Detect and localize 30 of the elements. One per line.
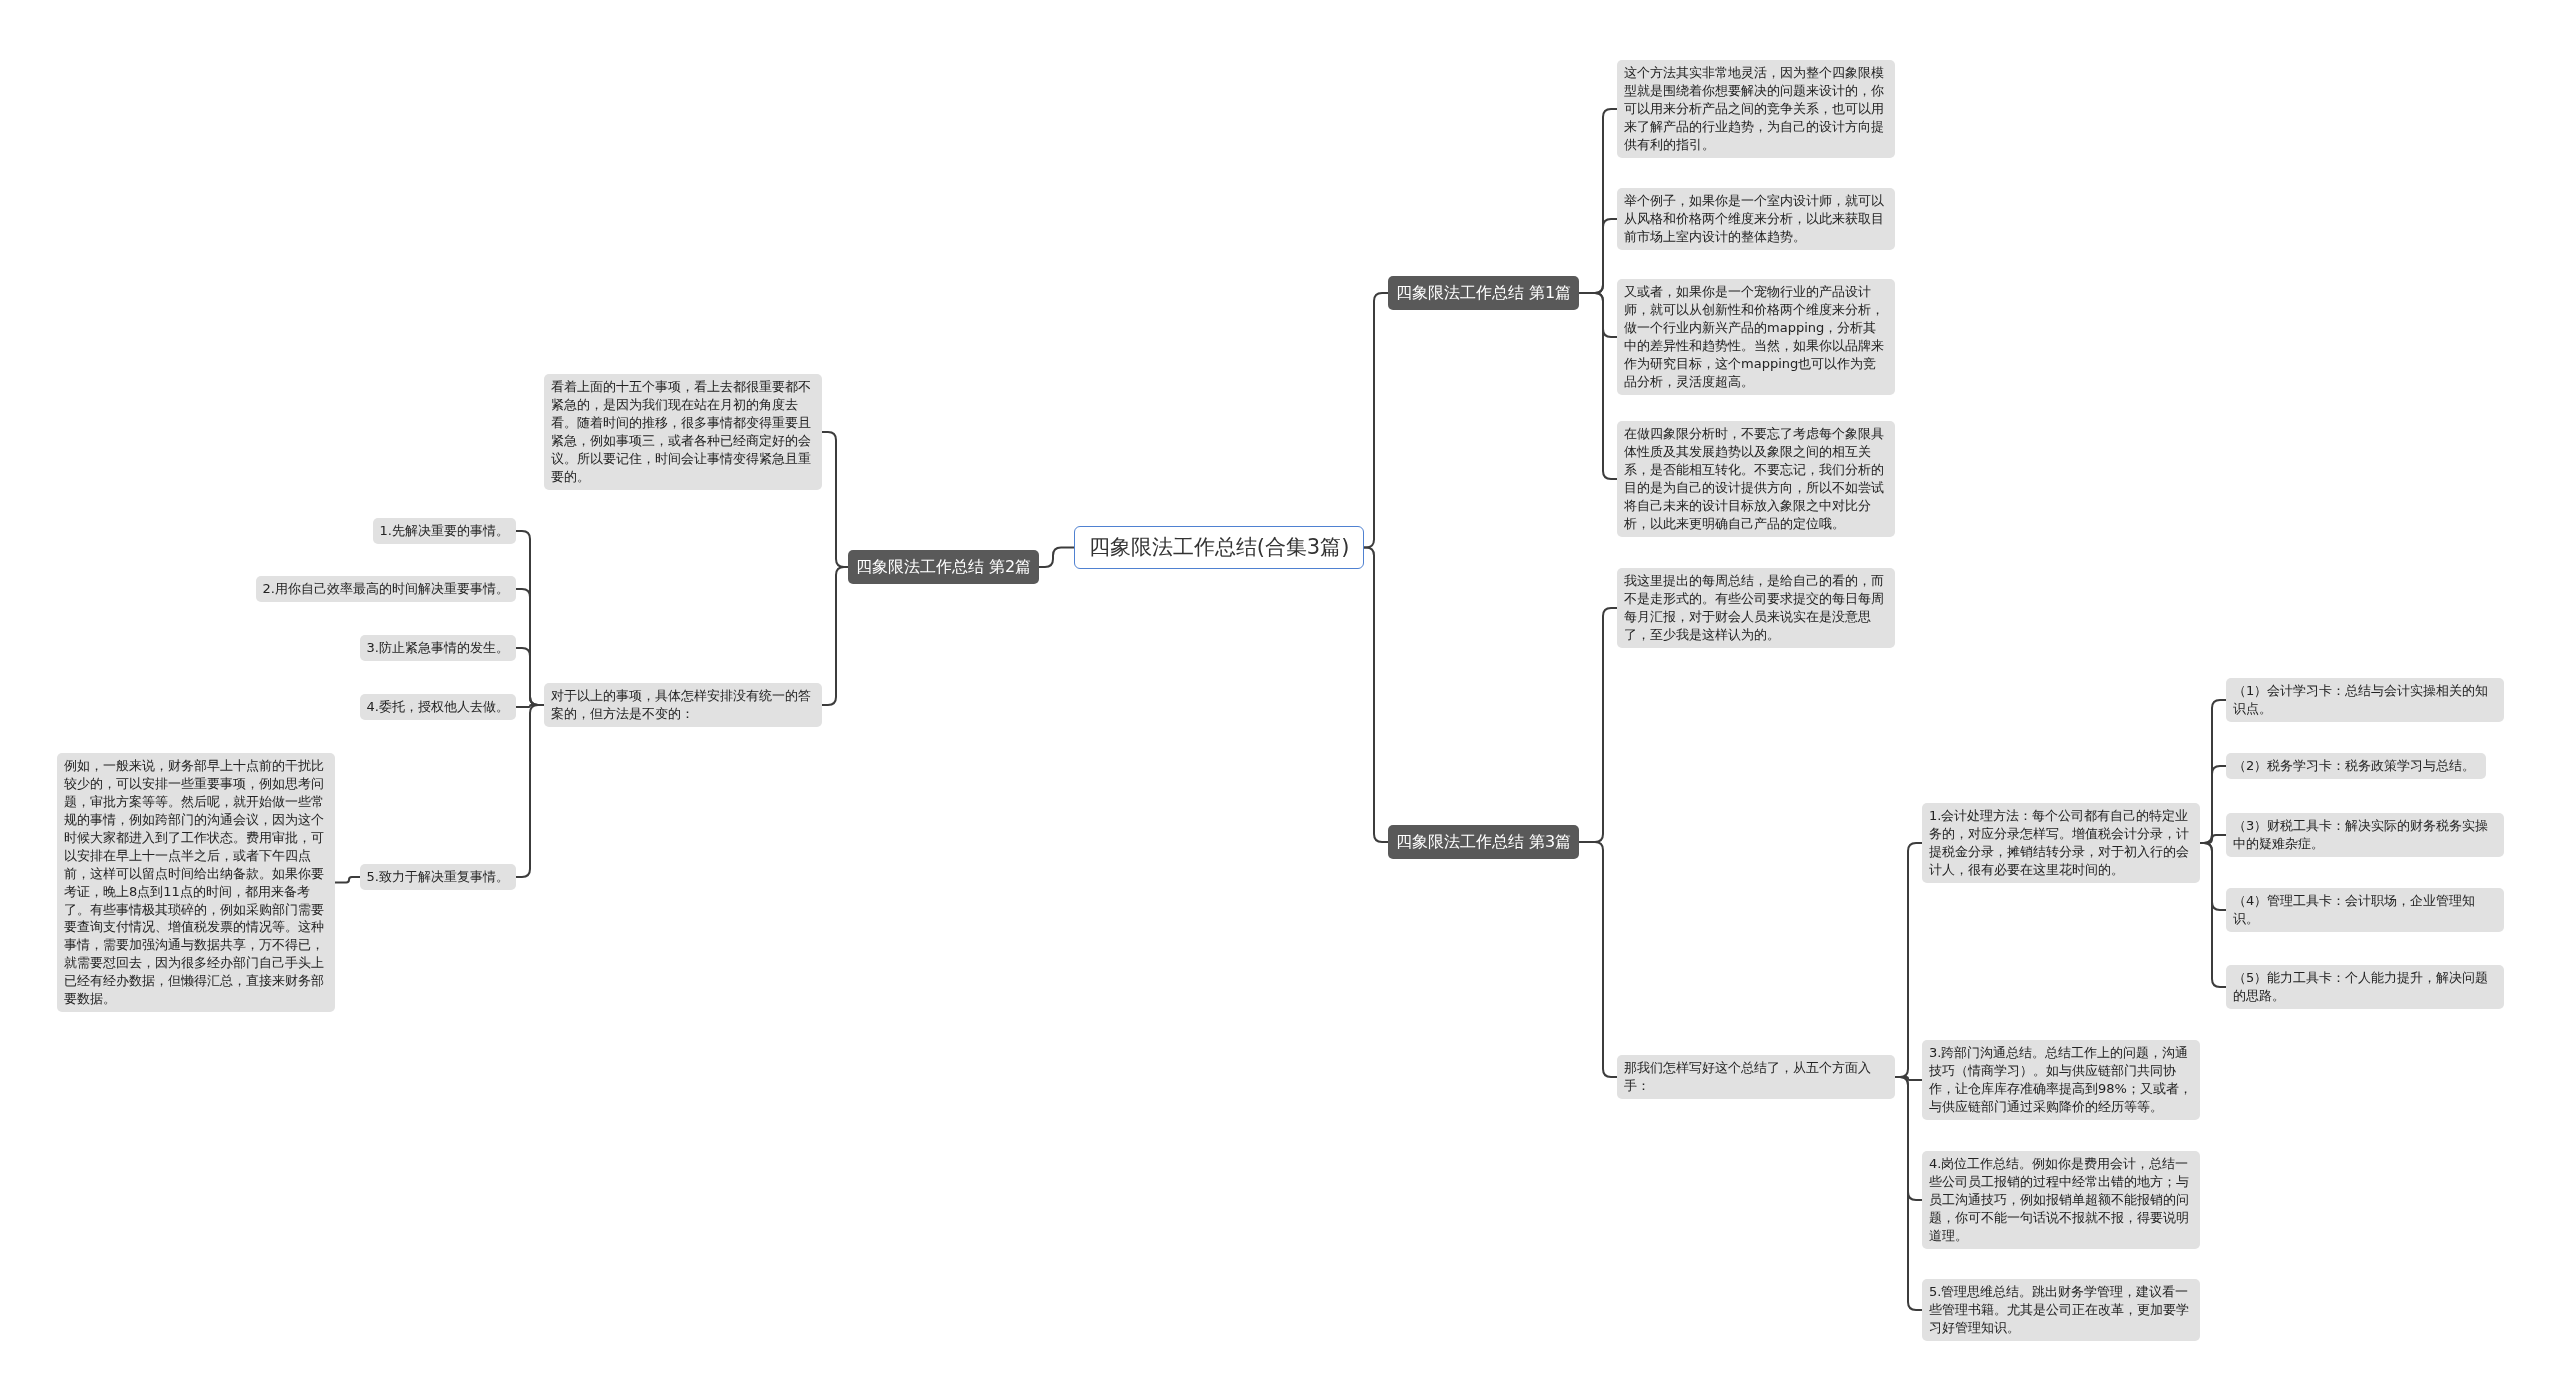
subtopic-note: 1.先解决重要的事情。 xyxy=(372,518,516,544)
subtopic-note: （1）会计学习卡：总结与会计实操相关的知识点。 xyxy=(2226,678,2504,722)
subtopic-note: （5）能力工具卡：个人能力提升，解决问题的思路。 xyxy=(2226,965,2504,1009)
subtopic-note: 5.致力于解决重复事情。 xyxy=(359,864,516,890)
connector-line xyxy=(334,876,361,884)
subtopic-note: 4.委托，授权他人去做。 xyxy=(359,694,516,720)
subtopic-note: 5.管理思维总结。跳出财务学管理，建议看一些管理书籍。尤其是公司正在改革，更加要学习好管理知识。 xyxy=(1922,1279,2200,1341)
central-topic: 四象限法工作总结(合集3篇) xyxy=(1074,526,1364,569)
subtopic-note: 2.用你自己效率最高的时间解决重要事情。 xyxy=(255,576,516,602)
subtopic-note: 这个方法其实非常地灵活，因为整个四象限模型就是围绕着你想要解决的问题来设计的，你可以用来分析产品之间的竞争关系，也可以用来了解产品的行业趋势，为自己的设计方向提供有利的指引。 xyxy=(1617,60,1895,158)
branch-topic: 四象限法工作总结 第2篇 xyxy=(848,550,1040,585)
subtopic-note: （3）财税工具卡：解决实际的财务税务实操中的疑难杂症。 xyxy=(2226,813,2504,857)
subtopic-note: （2）税务学习卡：税务政策学习与总结。 xyxy=(2226,753,2486,779)
subtopic-note: 在做四象限分析时，不要忘了考虑每个象限具体性质及其发展趋势以及象限之间的相互关系，是否能相互转化。不要忘记，我们分析的目的是为自己的设计提供方向，所以不如尝试将自己未来的设计目标放入象限之中对比分析，以此来更明确自己产品的定位哦。 xyxy=(1617,421,1895,537)
subtopic-note: 看着上面的十五个事项，看上去都很重要都不紧急的，是因为我们现在站在月初的角度去看。随着时间的推移，很多事情都变得重要且紧急，例如事项三，或者各种已经商定好的会议。所以要记住，时间会让事情变得紧急且重要的。 xyxy=(544,374,822,490)
subtopic-note: 举个例子，如果你是一个室内设计师，就可以从风格和价格两个维度来分析，以此来获取目前市场上室内设计的整体趋势。 xyxy=(1617,188,1895,250)
subtopic-note: （4）管理工具卡：会计职场，企业管理知识。 xyxy=(2226,888,2504,932)
subtopic-note: 又或者，如果你是一个宠物行业的产品设计师，就可以从创新性和价格两个维度来分析，做一个行业内新兴产品的mapping，分析其中的差异性和趋势性。当然，如果你以品牌来作为研究目标，这个mapping也可以作为竞品分析，灵活度超高。 xyxy=(1617,279,1895,395)
subtopic-note: 1.会计处理方法：每个公司都有自己的特定业务的，对应分录怎样写。增值税会计分录，计提税金分录，摊销结转分录，对于初入行的会计人，很有必要在这里花时间的。 xyxy=(1922,803,2200,883)
subtopic-note: 例如，一般来说，财务部早上十点前的干扰比较少的，可以安排一些重要事项，例如思考问题，审批方案等等。然后呢，就开始做一些常规的事情，例如跨部门的沟通会议，因为这个时候大家都进入到了工作状态。费用审批，可以安排在早上十一点半之后，或者下午四点前，这样可以留点时间给出纳备款。如果你要考证，晚上8点到11点的时间，都用来备考了。有些事情极其琐碎的，例如采购部门需要要查询支付情况、增值税发票的情况等。这种事情，需要加强沟通与数据共享，万不得已，就需要怼回去，因为很多经办部门自己手头上已经有经办数据，但懒得汇总，直接来财务部要数据。 xyxy=(57,753,335,1013)
connector-line xyxy=(1578,841,1618,1078)
branch-topic: 四象限法工作总结 第3篇 xyxy=(1388,825,1580,860)
connector-line xyxy=(1038,546,1075,568)
subtopic-note: 对于以上的事项，具体怎样安排没有统一的答案的，但方法是不变的： xyxy=(544,683,822,727)
subtopic-note: 那我们怎样写好这个总结了，从五个方面入手： xyxy=(1617,1055,1895,1099)
branch-topic: 四象限法工作总结 第1篇 xyxy=(1388,276,1580,311)
subtopic-note: 3.防止紧急事情的发生。 xyxy=(359,635,516,661)
subtopic-note: 4.岗位工作总结。例如你是费用会计，总结一些公司员工报销的过程中经常出错的地方；与员工沟通技巧，例如报销单超额不能报销的问题，你可不能一句话说不报就不报，得要说明道理。 xyxy=(1922,1151,2200,1249)
subtopic-note: 3.跨部门沟通总结。总结工作上的问题，沟通技巧（情商学习）。如与供应链部门共同协作，让仓库库存准确率提高到98%；又或者，与供应链部门通过采购降价的经历等等。 xyxy=(1922,1040,2200,1120)
subtopic-note: 我这里提出的每周总结，是给自己的看的，而不是走形式的。有些公司要求提交的每日每周每月汇报，对于财会人员来说实在是没意思了，至少我是这样认为的。 xyxy=(1617,568,1895,648)
